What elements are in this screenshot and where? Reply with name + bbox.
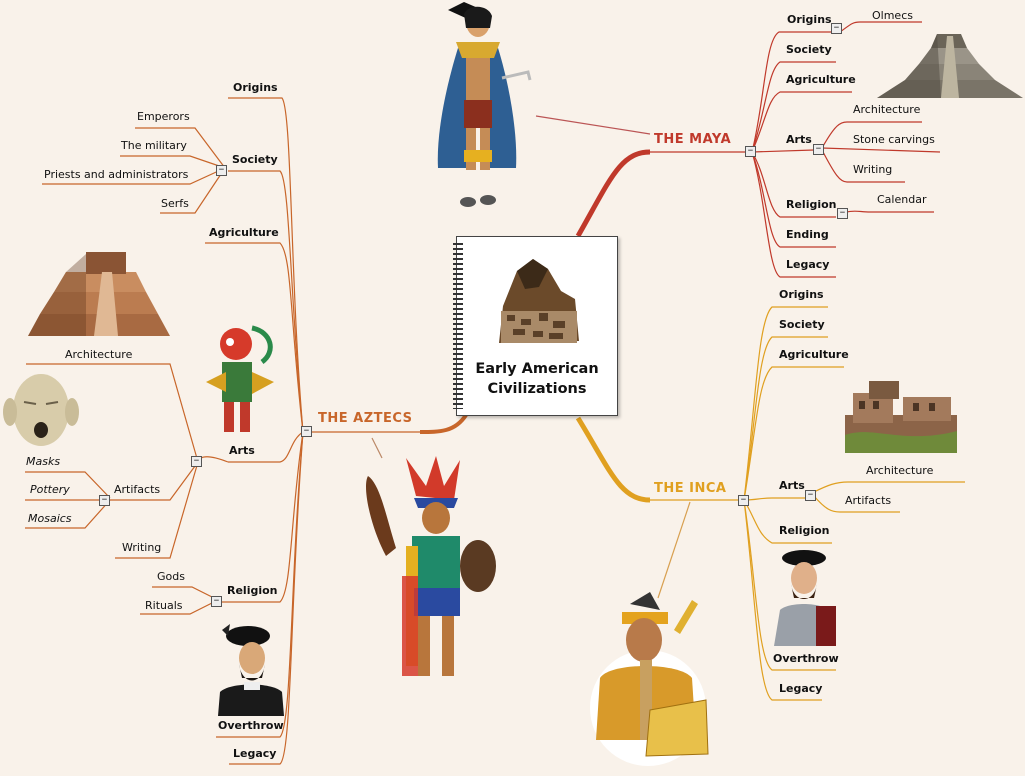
maya-religion-toggle[interactable]: − [837, 208, 848, 219]
inca-overthrow[interactable]: Overthrow [773, 652, 839, 665]
cortes-icon [218, 624, 284, 716]
aztecs-architecture[interactable]: Architecture [65, 348, 133, 361]
aztecs-mosaics[interactable]: Mosaics [28, 512, 72, 525]
inca-connectors [575, 306, 965, 701]
maya-figure-icon [437, 2, 532, 207]
maya-legacy[interactable]: Legacy [786, 258, 830, 271]
maya-arts[interactable]: Arts [786, 133, 812, 146]
central-topic[interactable]: Early American Civilizations [453, 236, 618, 416]
notebook-spiral [453, 243, 463, 409]
inca-legacy[interactable]: Legacy [779, 682, 823, 695]
aztecs-religion-toggle[interactable]: − [211, 596, 222, 607]
inca-topic[interactable]: THE INCA [654, 481, 727, 496]
inca-arts-toggle[interactable]: − [805, 490, 816, 501]
aztecs-arts[interactable]: Arts [229, 444, 255, 457]
aztecs-topic[interactable]: THE AZTECS [318, 411, 413, 426]
aztecs-gods[interactable]: Gods [157, 570, 185, 583]
central-title: Early American Civilizations [457, 359, 617, 399]
maya-writing[interactable]: Writing [853, 163, 893, 176]
maya-religion[interactable]: Religion [786, 198, 837, 211]
aztecs-military[interactable]: The military [121, 139, 187, 152]
inca-religion[interactable]: Religion [779, 524, 830, 537]
inca-agriculture[interactable]: Agriculture [779, 348, 849, 361]
inca-architecture[interactable]: Architecture [866, 464, 934, 477]
central-title-line1: Early American [475, 361, 599, 377]
maya-collapse-toggle[interactable]: − [745, 146, 756, 157]
maya-architecture[interactable]: Architecture [853, 103, 921, 116]
aztecs-religion[interactable]: Religion [227, 584, 278, 597]
maya-stone-carvings[interactable]: Stone carvings [853, 133, 935, 146]
maya-origins[interactable]: Origins [787, 13, 832, 26]
aztecs-artifacts-toggle[interactable]: − [99, 495, 110, 506]
inca-ruins-icon [845, 381, 957, 453]
aztecs-overthrow[interactable]: Overthrow [218, 719, 284, 732]
machu-picchu-icon [499, 259, 579, 343]
aztecs-agriculture[interactable]: Agriculture [209, 226, 279, 239]
conquistador-icon [774, 550, 836, 646]
maya-topic[interactable]: THE MAYA [654, 132, 732, 147]
inca-collapse-toggle[interactable]: − [738, 495, 749, 506]
aztecs-connectors [25, 97, 468, 765]
aztecs-emperors[interactable]: Emperors [137, 110, 190, 123]
aztecs-society[interactable]: Society [232, 153, 278, 166]
aztecs-masks[interactable]: Masks [26, 455, 61, 468]
aztecs-writing[interactable]: Writing [122, 541, 162, 554]
aztec-god-icon [206, 325, 274, 432]
aztec-pyramid-icon [28, 252, 170, 336]
aztecs-priests[interactable]: Priests and administrators [44, 168, 189, 181]
maya-connectors [535, 21, 941, 278]
aztecs-serfs[interactable]: Serfs [161, 197, 189, 210]
maya-agriculture[interactable]: Agriculture [786, 73, 856, 86]
maya-origins-toggle[interactable]: − [831, 23, 842, 34]
central-title-line2: Civilizations [487, 381, 587, 397]
aztecs-collapse-toggle[interactable]: − [301, 426, 312, 437]
maya-olmecs[interactable]: Olmecs [872, 9, 913, 22]
maya-pyramid-icon [877, 34, 1023, 98]
aztecs-arts-toggle[interactable]: − [191, 456, 202, 467]
maya-arts-toggle[interactable]: − [813, 144, 824, 155]
aztecs-origins[interactable]: Origins [233, 81, 278, 94]
inca-arts[interactable]: Arts [779, 479, 805, 492]
inca-artifacts[interactable]: Artifacts [845, 494, 892, 507]
aztecs-artifacts[interactable]: Artifacts [114, 483, 161, 496]
maya-society[interactable]: Society [786, 43, 832, 56]
aztecs-society-toggle[interactable]: − [216, 165, 227, 176]
stone-mask-icon [3, 374, 79, 446]
aztecs-pottery[interactable]: Pottery [30, 483, 70, 496]
inca-king-icon [590, 592, 709, 766]
maya-calendar[interactable]: Calendar [877, 193, 927, 206]
inca-society[interactable]: Society [779, 318, 825, 331]
aztecs-rituals[interactable]: Rituals [145, 599, 183, 612]
aztec-warrior-icon [366, 456, 496, 676]
aztecs-legacy[interactable]: Legacy [233, 747, 277, 760]
inca-origins[interactable]: Origins [779, 288, 824, 301]
maya-ending[interactable]: Ending [786, 228, 829, 241]
